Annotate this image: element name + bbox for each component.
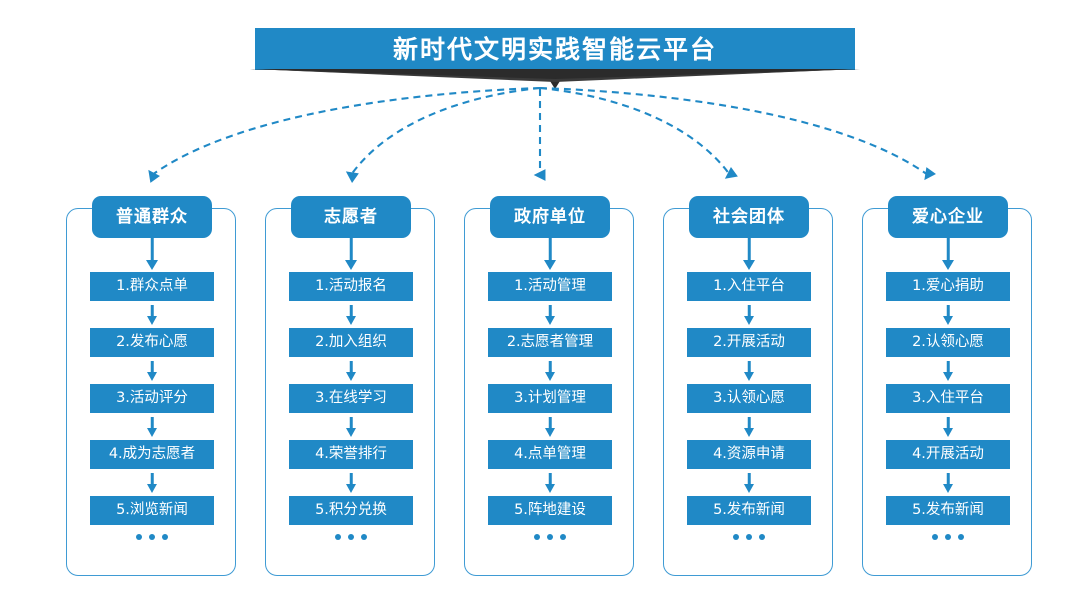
banner-background: 新时代文明实践智能云平台	[255, 28, 855, 70]
more-items-ellipsis-icon	[335, 534, 367, 540]
down-arrow-icon	[90, 413, 214, 440]
column-header-label: 政府单位	[514, 206, 586, 227]
role-column-普通群众: 普通群众 1.群众点单 2.发布心愿 3.活动评分 4.成为志愿者 5.浏览新闻	[66, 196, 238, 578]
header-down-arrow-icon	[90, 238, 214, 272]
list-item[interactable]: 4.成为志愿者	[90, 440, 214, 469]
down-arrow-icon	[687, 301, 811, 328]
header-down-arrow-icon	[886, 238, 1010, 272]
down-arrow-icon	[687, 469, 811, 496]
connector-to-column-1	[148, 86, 541, 183]
list-item[interactable]: 1.入住平台	[687, 272, 811, 301]
list-item[interactable]: 5.阵地建设	[488, 496, 612, 525]
down-arrow-icon	[90, 301, 214, 328]
role-column-社会团体: 社会团体 1.入住平台 2.开展活动 3.认领心愿 4.资源申请 5.发布新闻	[663, 196, 835, 578]
column-header-label: 志愿者	[324, 206, 378, 227]
list-item[interactable]: 2.发布心愿	[90, 328, 214, 357]
header-down-arrow-icon	[289, 238, 413, 272]
down-arrow-icon	[886, 301, 1010, 328]
list-item[interactable]: 2.认领心愿	[886, 328, 1010, 357]
list-item[interactable]: 2.加入组织	[289, 328, 413, 357]
list-item[interactable]: 1.活动管理	[488, 272, 612, 301]
list-item[interactable]: 4.资源申请	[687, 440, 811, 469]
down-arrow-icon	[289, 469, 413, 496]
list-item[interactable]: 5.浏览新闻	[90, 496, 214, 525]
down-arrow-icon	[687, 413, 811, 440]
role-columns: 普通群众 1.群众点单 2.发布心愿 3.活动评分 4.成为志愿者 5.浏览新闻	[0, 196, 1080, 596]
connector-to-column-5	[539, 86, 936, 181]
list-item[interactable]: 4.荣誉排行	[289, 440, 413, 469]
more-items-ellipsis-icon	[534, 534, 566, 540]
role-column-爱心企业: 爱心企业 1.爱心捐助 2.认领心愿 3.入住平台 4.开展活动 5.发布新闻	[862, 196, 1034, 578]
list-item[interactable]: 3.认领心愿	[687, 384, 811, 413]
list-item[interactable]: 5.发布新闻	[687, 496, 811, 525]
down-arrow-icon	[289, 413, 413, 440]
column-header-1[interactable]: 普通群众	[92, 196, 212, 238]
banner-ribbon-shadow	[250, 69, 860, 89]
column-item-list: 1.活动管理 2.志愿者管理 3.计划管理 4.点单管理 5.阵地建设	[488, 272, 612, 525]
down-arrow-icon	[90, 357, 214, 384]
column-header-label: 社会团体	[713, 206, 785, 227]
list-item[interactable]: 2.志愿者管理	[488, 328, 612, 357]
down-arrow-icon	[886, 357, 1010, 384]
column-item-list: 1.活动报名 2.加入组织 3.在线学习 4.荣誉排行 5.积分兑换	[289, 272, 413, 525]
column-header-label: 爱心企业	[912, 206, 984, 227]
header-down-arrow-icon	[687, 238, 811, 272]
role-column-政府单位: 政府单位 1.活动管理 2.志愿者管理 3.计划管理 4.点单管理 5.阵地建设	[464, 196, 636, 578]
connector-to-column-2	[345, 86, 541, 183]
column-item-list: 1.入住平台 2.开展活动 3.认领心愿 4.资源申请 5.发布新闻	[687, 272, 811, 525]
list-item[interactable]: 5.积分兑换	[289, 496, 413, 525]
header-down-arrow-icon	[488, 238, 612, 272]
down-arrow-icon	[488, 469, 612, 496]
down-arrow-icon	[289, 301, 413, 328]
down-arrow-icon	[289, 357, 413, 384]
list-item[interactable]: 3.入住平台	[886, 384, 1010, 413]
down-arrow-icon	[886, 413, 1010, 440]
list-item[interactable]: 1.群众点单	[90, 272, 214, 301]
list-item[interactable]: 2.开展活动	[687, 328, 811, 357]
column-header-label: 普通群众	[116, 206, 188, 227]
down-arrow-icon	[488, 413, 612, 440]
list-item[interactable]: 4.点单管理	[488, 440, 612, 469]
list-item[interactable]: 3.计划管理	[488, 384, 612, 413]
list-item[interactable]: 1.爱心捐助	[886, 272, 1010, 301]
more-items-ellipsis-icon	[733, 534, 765, 540]
role-column-志愿者: 志愿者 1.活动报名 2.加入组织 3.在线学习 4.荣誉排行 5.积分兑换	[265, 196, 437, 578]
list-item[interactable]: 4.开展活动	[886, 440, 1010, 469]
list-item[interactable]: 3.活动评分	[90, 384, 214, 413]
more-items-ellipsis-icon	[136, 534, 168, 540]
list-item[interactable]: 3.在线学习	[289, 384, 413, 413]
more-items-ellipsis-icon	[932, 534, 964, 540]
column-item-list: 1.爱心捐助 2.认领心愿 3.入住平台 4.开展活动 5.发布新闻	[886, 272, 1010, 525]
column-header-3[interactable]: 政府单位	[490, 196, 610, 238]
down-arrow-icon	[687, 357, 811, 384]
connector-to-column-4	[539, 86, 738, 179]
page-title: 新时代文明实践智能云平台	[392, 34, 717, 64]
platform-title-banner: 新时代文明实践智能云平台	[255, 28, 855, 70]
down-arrow-icon	[886, 469, 1010, 496]
column-item-list: 1.群众点单 2.发布心愿 3.活动评分 4.成为志愿者 5.浏览新闻	[90, 272, 214, 525]
down-arrow-icon	[488, 301, 612, 328]
list-item[interactable]: 5.发布新闻	[886, 496, 1010, 525]
down-arrow-icon	[90, 469, 214, 496]
column-header-2[interactable]: 志愿者	[291, 196, 411, 238]
list-item[interactable]: 1.活动报名	[289, 272, 413, 301]
column-header-4[interactable]: 社会团体	[689, 196, 809, 238]
down-arrow-icon	[488, 357, 612, 384]
column-header-5[interactable]: 爱心企业	[888, 196, 1008, 238]
